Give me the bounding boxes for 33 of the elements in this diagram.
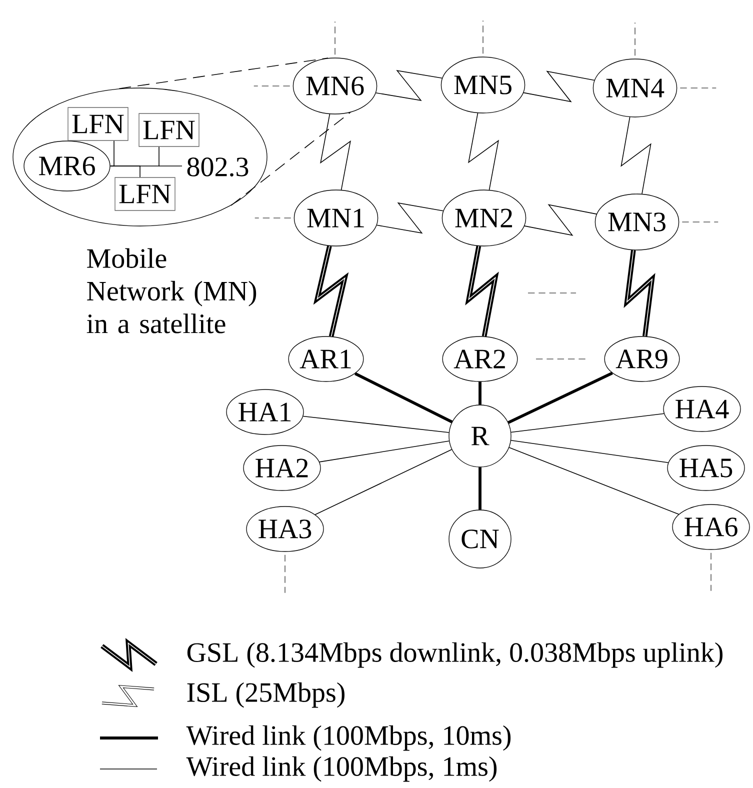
wire-line — [478, 382, 482, 405]
wire-line — [354, 372, 453, 424]
lightning-link — [620, 116, 652, 194]
wire-line — [508, 447, 680, 515]
lightning-link — [524, 204, 597, 236]
lightning-link — [523, 70, 595, 102]
node-box: LFN — [138, 113, 200, 147]
legend-text: Wired link (100Mbps, 1ms) — [186, 756, 497, 782]
label-text: Mobile Network (MN) in a satellite — [86, 248, 256, 334]
bus-line — [110, 166, 140, 178]
legend-text: Wired link (100Mbps, 10ms) — [186, 725, 511, 751]
lightning-link — [320, 114, 351, 190]
wire-line — [302, 416, 450, 433]
node-box: LFN — [114, 177, 176, 211]
lightning-link — [465, 246, 499, 337]
detail-ellipse — [12, 88, 268, 226]
node-box: LFN — [68, 107, 128, 141]
wire-line — [510, 440, 669, 464]
callout-line — [118, 58, 328, 90]
wire-line — [478, 467, 482, 510]
lightning-link — [376, 70, 443, 101]
label-text: 802.3 — [187, 158, 248, 176]
callout-line — [230, 112, 351, 206]
lightning-link — [313, 245, 349, 337]
lightning-link — [624, 250, 656, 337]
wire-line — [314, 449, 452, 516]
legend-text: GSL (8.134Mbps downlink, 0.038Mbps uplink) — [187, 642, 722, 668]
wire-line — [510, 413, 664, 433]
wire-line — [508, 372, 613, 424]
legend-text: ISL (25Mbps) — [187, 682, 344, 708]
lightning-link — [376, 202, 444, 234]
wire-line — [319, 440, 450, 462]
lightning-link — [468, 112, 499, 190]
